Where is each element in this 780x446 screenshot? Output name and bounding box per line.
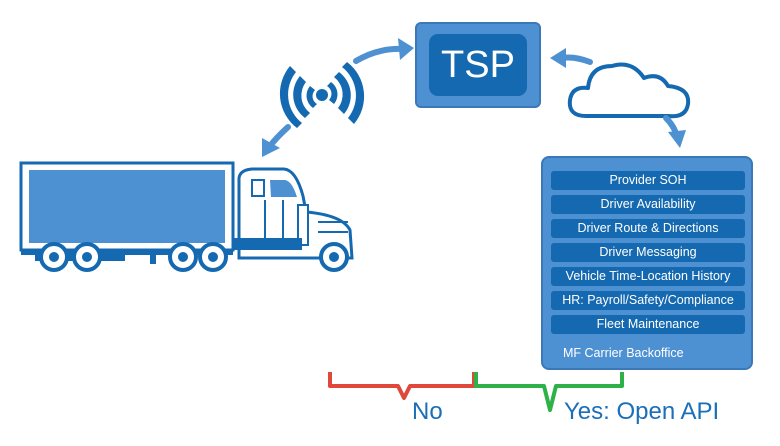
service-hr-payroll: HR: Payroll/Safety/Compliance xyxy=(551,291,745,310)
service-driver-route: Driver Route & Directions xyxy=(551,219,745,238)
service-driver-availability: Driver Availability xyxy=(551,195,745,214)
service-fleet-maintenance: Fleet Maintenance xyxy=(551,315,745,334)
arrow-cloud-to-tsp xyxy=(550,48,593,68)
backoffice-label: MF Carrier Backoffice xyxy=(563,346,684,360)
wireless-signal-icon xyxy=(279,62,365,128)
arrow-cloud-to-backoffice xyxy=(663,115,686,148)
tsp-label: TSP xyxy=(429,34,527,96)
carrier-backoffice-box: Provider SOH Driver Availability Driver … xyxy=(541,156,753,370)
label-yes-open-api: Yes: Open API xyxy=(564,398,720,425)
cloud-icon xyxy=(567,62,691,119)
bracket-no xyxy=(328,372,476,400)
bracket-yes xyxy=(474,372,624,412)
arrow-signal-to-tsp xyxy=(353,38,414,64)
label-no: No xyxy=(412,398,443,425)
service-driver-messaging: Driver Messaging xyxy=(551,243,745,262)
service-provider-soh: Provider SOH xyxy=(551,171,745,190)
tsp-box: TSP xyxy=(415,22,541,108)
arrow-signal-to-truck xyxy=(262,124,291,157)
truck-icon xyxy=(19,161,354,272)
service-vehicle-history: Vehicle Time-Location History xyxy=(551,267,745,286)
